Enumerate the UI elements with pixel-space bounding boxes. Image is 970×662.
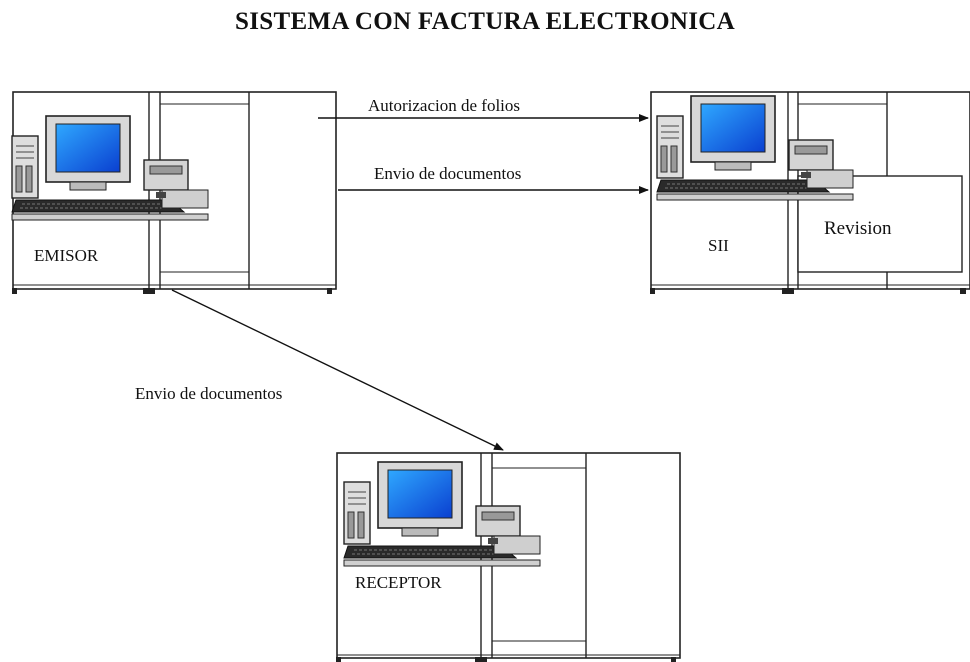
label-emisor: EMISOR bbox=[34, 246, 99, 266]
label-receptor: RECEPTOR bbox=[353, 573, 444, 593]
label-sii: SII bbox=[708, 236, 729, 256]
diagram-title: SISTEMA CON FACTURA ELECTRONICA bbox=[235, 8, 735, 35]
label-revision: Revision bbox=[824, 218, 892, 240]
label-autorizacion: Autorizacion de folios bbox=[368, 96, 521, 115]
receptor-node bbox=[336, 452, 681, 662]
label-envio-receptor: Envio de documentos bbox=[135, 384, 283, 403]
sii-node bbox=[650, 91, 970, 294]
arrow-envio-receptor bbox=[171, 289, 504, 451]
label-envio-sii: Envio de documentos bbox=[374, 164, 522, 183]
